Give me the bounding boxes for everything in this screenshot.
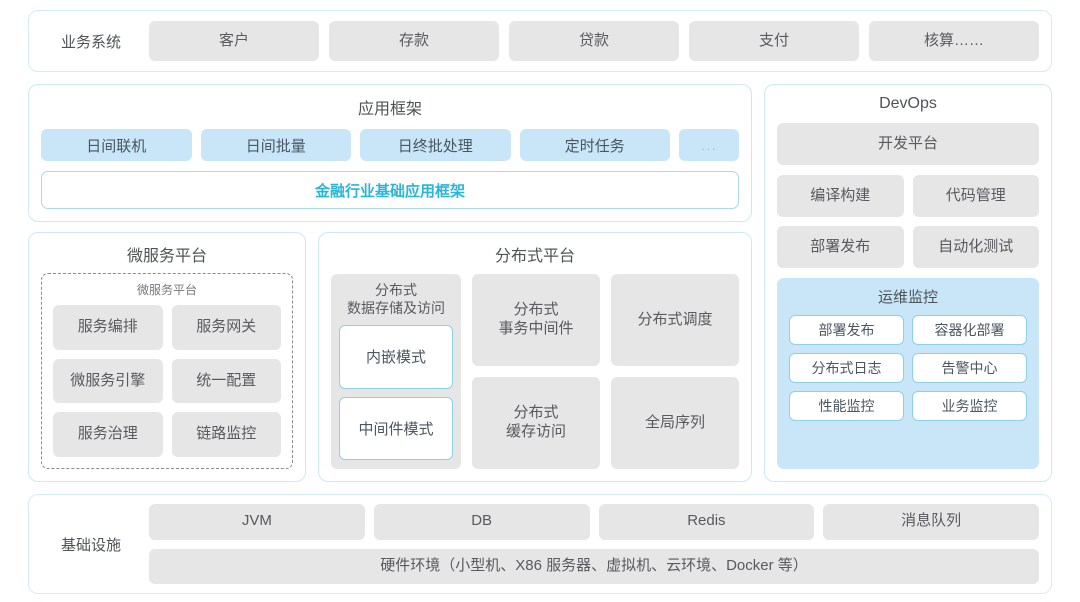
microservice-platform-title: 微服务平台 <box>126 248 207 265</box>
ops-item-alert-center[interactable]: 告警中心 <box>912 353 1027 383</box>
dsp-cell2-line1: 分布式 <box>513 404 559 422</box>
microservice-platform-inner-label: 微服务平台 <box>136 283 197 297</box>
application-framework-tags: 日间联机 日间批量 日终批处理 定时任务 ... <box>41 129 739 161</box>
devops-item-code-management[interactable]: 代码管理 <box>912 175 1039 217</box>
msp-item-unified-config[interactable]: 统一配置 <box>171 358 281 404</box>
dsp-cell0-line1: 分布式 <box>513 301 559 319</box>
dsp-mode-middleware[interactable]: 中间件模式 <box>339 396 453 460</box>
dsp-storage-title-line2: 数据存储及访问 <box>347 299 445 316</box>
infrastructure-hardware-row: 硬件环境（小型机、X86 服务器、虚拟机、云环境、Docker 等） <box>149 548 1039 584</box>
business-system-loan[interactable]: 贷款 <box>509 21 679 61</box>
dsp-item-cache-access-text: 分布式 缓存访问 <box>506 404 566 442</box>
microservice-platform-grid: 服务编排 服务网关 微服务引擎 统一配置 服务治理 链路监控 <box>53 305 281 457</box>
msp-item-service-governance[interactable]: 服务治理 <box>53 412 163 457</box>
app-tag-daytime-batch[interactable]: 日间批量 <box>200 129 351 161</box>
business-system-customer[interactable]: 客户 <box>149 21 319 61</box>
ops-monitoring-grid: 部署发布 容器化部署 分布式日志 告警中心 性能监控 业务监控 <box>789 315 1027 421</box>
business-system-accounting[interactable]: 核算…… <box>869 21 1039 61</box>
app-tag-more[interactable]: ... <box>679 129 739 161</box>
devops-title: DevOps <box>879 95 937 112</box>
dsp-item-distributed-scheduling[interactable]: 分布式调度 <box>611 274 739 366</box>
msp-item-trace-monitoring[interactable]: 链路监控 <box>171 412 281 457</box>
business-systems-label: 业务系统 <box>60 33 121 51</box>
infra-item-message-queue[interactable]: 消息队列 <box>823 504 1039 540</box>
dsp-storage-card[interactable]: 分布式 数据存储及访问 内嵌模式 中间件模式 <box>331 274 461 469</box>
msp-item-microservice-engine[interactable]: 微服务引擎 <box>53 358 163 404</box>
platform-column: 应用框架 日间联机 日间批量 日终批处理 定时任务 ... 金融行业基础应用框架… <box>28 84 752 482</box>
business-system-deposit[interactable]: 存款 <box>329 21 499 61</box>
devops-item-deploy-release[interactable]: 部署发布 <box>777 226 904 268</box>
ops-item-deploy-release[interactable]: 部署发布 <box>789 315 904 345</box>
finance-base-framework-banner: 金融行业基础应用框架 <box>41 171 739 209</box>
dsp-mode-embedded[interactable]: 内嵌模式 <box>339 325 453 389</box>
distributed-platform-body: 分布式 数据存储及访问 内嵌模式 中间件模式 分布式 事务中间件 <box>331 274 739 469</box>
dsp-item-cache-access[interactable]: 分布式 缓存访问 <box>472 377 600 469</box>
distributed-platform-panel: 分布式平台 分布式 数据存储及访问 内嵌模式 中间件模式 <box>318 232 752 482</box>
dsp-item-transaction-middleware[interactable]: 分布式 事务中间件 <box>472 274 600 366</box>
microservice-platform-panel: 微服务平台 微服务平台 服务编排 服务网关 微服务引擎 统一配置 服务治理 链路… <box>28 232 306 482</box>
infra-item-hardware-environment[interactable]: 硬件环境（小型机、X86 服务器、虚拟机、云环境、Docker 等） <box>149 548 1039 584</box>
ops-monitoring-title: 运维监控 <box>877 289 938 306</box>
business-systems-row: 业务系统 客户 存款 贷款 支付 核算…… <box>28 10 1052 72</box>
app-tag-daytime-online[interactable]: 日间联机 <box>41 129 192 161</box>
dsp-storage-title-line1: 分布式 <box>375 282 417 298</box>
microservice-platform-dashed-box: 微服务平台 服务编排 服务网关 微服务引擎 统一配置 服务治理 链路监控 <box>41 273 293 469</box>
devops-item-compile-build[interactable]: 编译构建 <box>777 175 904 217</box>
infrastructure-items: JVM DB Redis 消息队列 <box>149 504 1039 540</box>
dsp-storage-title: 分布式 数据存储及访问 <box>339 282 453 317</box>
msp-item-service-orchestration[interactable]: 服务编排 <box>53 305 163 350</box>
infra-item-jvm[interactable]: JVM <box>149 504 365 540</box>
dsp-cell2-line2: 缓存访问 <box>505 423 566 440</box>
middle-section: 应用框架 日间联机 日间批量 日终批处理 定时任务 ... 金融行业基础应用框架… <box>28 84 1052 482</box>
platform-row: 微服务平台 微服务平台 服务编排 服务网关 微服务引擎 统一配置 服务治理 链路… <box>28 232 752 482</box>
infrastructure-content: JVM DB Redis 消息队列 硬件环境（小型机、X86 服务器、虚拟机、云… <box>149 504 1039 584</box>
ops-item-business-monitor[interactable]: 业务监控 <box>912 391 1027 421</box>
ops-item-containerized-deploy[interactable]: 容器化部署 <box>912 315 1027 345</box>
application-framework-panel: 应用框架 日间联机 日间批量 日终批处理 定时任务 ... 金融行业基础应用框架 <box>28 84 752 222</box>
ops-item-distributed-log[interactable]: 分布式日志 <box>789 353 904 383</box>
devops-item-dev-platform[interactable]: 开发平台 <box>777 123 1039 165</box>
app-tag-scheduled-task[interactable]: 定时任务 <box>519 129 670 161</box>
ops-item-performance-monitor[interactable]: 性能监控 <box>789 391 904 421</box>
dsp-cell0-line2: 事务中间件 <box>498 320 574 337</box>
infrastructure-row: 基础设施 JVM DB Redis 消息队列 硬件环境（小型机、X86 服务器、… <box>28 494 1052 594</box>
app-tag-eod-batch[interactable]: 日终批处理 <box>360 129 511 161</box>
devops-column: DevOps 开发平台 编译构建 代码管理 部署发布 自动化测试 运维监控 部署… <box>764 84 1052 482</box>
application-framework-title: 应用框架 <box>357 101 422 118</box>
business-system-payment[interactable]: 支付 <box>689 21 859 61</box>
dsp-item-transaction-middleware-text: 分布式 事务中间件 <box>498 301 573 339</box>
msp-item-service-gateway[interactable]: 服务网关 <box>171 305 281 350</box>
dsp-item-global-sequence[interactable]: 全局序列 <box>611 377 739 469</box>
devops-grid: 编译构建 代码管理 部署发布 自动化测试 <box>777 175 1039 268</box>
distributed-platform-title: 分布式平台 <box>494 248 575 265</box>
dsp-grid: 分布式 事务中间件 分布式调度 分布式 缓存访问 <box>472 274 739 469</box>
devops-item-automated-test[interactable]: 自动化测试 <box>912 226 1039 268</box>
infrastructure-label: 基础设施 <box>60 536 121 554</box>
infra-item-redis[interactable]: Redis <box>598 504 815 540</box>
ops-monitoring-block: 运维监控 部署发布 容器化部署 分布式日志 告警中心 性能监控 业务监控 <box>777 278 1039 469</box>
devops-panel: DevOps 开发平台 编译构建 代码管理 部署发布 自动化测试 运维监控 部署… <box>764 84 1052 482</box>
infra-item-db[interactable]: DB <box>373 504 590 540</box>
